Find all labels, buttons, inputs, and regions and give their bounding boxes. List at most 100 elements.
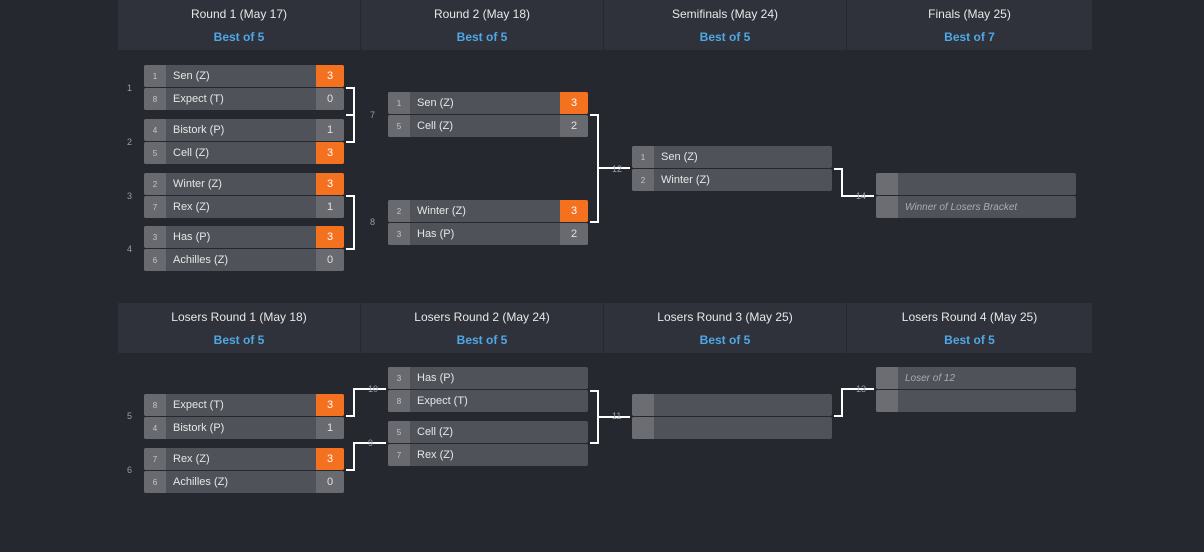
player-slot[interactable]	[632, 417, 832, 439]
score: 0	[316, 88, 344, 110]
match-number: 3	[127, 191, 133, 201]
match-number: 4	[127, 244, 133, 254]
score: 1	[316, 417, 344, 439]
match-number: 12	[612, 164, 623, 174]
score: 3	[316, 142, 344, 164]
seed: 1	[632, 146, 654, 168]
round-title: Round 1 (May 17)	[190, 7, 288, 21]
player-slot[interactable]	[876, 173, 1076, 195]
player-slot[interactable]	[632, 394, 832, 416]
player-name: Expect (T)	[417, 395, 468, 407]
player-slot[interactable]: 2 Winter (Z)	[632, 169, 832, 191]
seed: 2	[632, 169, 654, 191]
round-header: Round 1 (May 17)Best of 5	[118, 0, 361, 50]
player-name: Rex (Z)	[417, 449, 454, 461]
player-name: Winter (Z)	[661, 174, 710, 186]
connector-8	[346, 195, 355, 250]
score: 3	[560, 200, 588, 222]
seed	[632, 417, 654, 439]
seed: 8	[388, 390, 410, 412]
match-number: 5	[127, 411, 133, 421]
player-placeholder: Loser of 12	[905, 372, 956, 384]
player-slot[interactable]: 3 Has (P) 2	[388, 223, 588, 245]
seed: 2	[144, 173, 166, 195]
seed: 7	[144, 196, 166, 218]
match-11[interactable]	[632, 394, 832, 440]
seed: 3	[388, 223, 410, 245]
player-name: Has (P)	[417, 228, 455, 240]
match-number: 2	[127, 137, 133, 147]
connector-9	[346, 442, 386, 471]
match-number: 7	[370, 110, 376, 120]
losers-header-row: Losers Round 1 (May 18) Best of 5 Losers …	[118, 303, 1093, 353]
match-number: 13	[856, 384, 867, 394]
player-slot[interactable]: Winner of Losers Bracket	[876, 196, 1076, 218]
match-14[interactable]: Winner of Losers Bracket	[876, 173, 1076, 219]
round-header: Semifinals (May 24)Best of 5	[604, 0, 847, 50]
round-format: Best of 5	[699, 30, 751, 44]
match-number: 1	[127, 83, 133, 93]
round-format: Best of 5	[699, 333, 751, 347]
score: 3	[316, 173, 344, 195]
round-format: Best of 5	[944, 333, 995, 347]
seed: 6	[144, 471, 166, 493]
seed: 4	[144, 119, 166, 141]
player-name: Expect (T)	[173, 93, 224, 105]
round-title: Losers Round 1 (May 18)	[171, 310, 307, 324]
score: 2	[560, 223, 588, 245]
player-slot[interactable]	[876, 390, 1076, 412]
round-header: Finals (May 25)Best of 7	[847, 0, 1092, 50]
seed: 8	[144, 88, 166, 110]
player-name: Cell (Z)	[417, 120, 454, 132]
seed: 4	[144, 417, 166, 439]
player-slot[interactable]: 8 Expect (T)	[388, 390, 588, 412]
player-slot[interactable]: Loser of 12	[876, 367, 1076, 389]
player-name: Rex (Z)	[173, 201, 210, 213]
match-number: 11	[612, 411, 622, 421]
round-header: Round 2 (May 18)Best of 5	[361, 0, 604, 50]
score: 2	[560, 115, 588, 137]
match-13[interactable]: Loser of 12	[876, 367, 1076, 413]
player-name: Bistork (P)	[173, 124, 225, 136]
match-number: 9	[368, 438, 374, 448]
player-slot[interactable]: 8 Expect (T) 0	[144, 88, 344, 110]
score: 3	[560, 92, 588, 114]
player-name: Has (P)	[173, 231, 211, 243]
connector-13	[834, 388, 874, 417]
seed: 8	[144, 394, 166, 416]
round-title: Losers Round 2 (May 24)	[414, 310, 550, 324]
round-format: Best of 7	[944, 30, 995, 44]
score: 3	[316, 226, 344, 248]
round-title: Round 2 (May 18)	[433, 7, 531, 21]
match-number: 14	[856, 191, 867, 201]
